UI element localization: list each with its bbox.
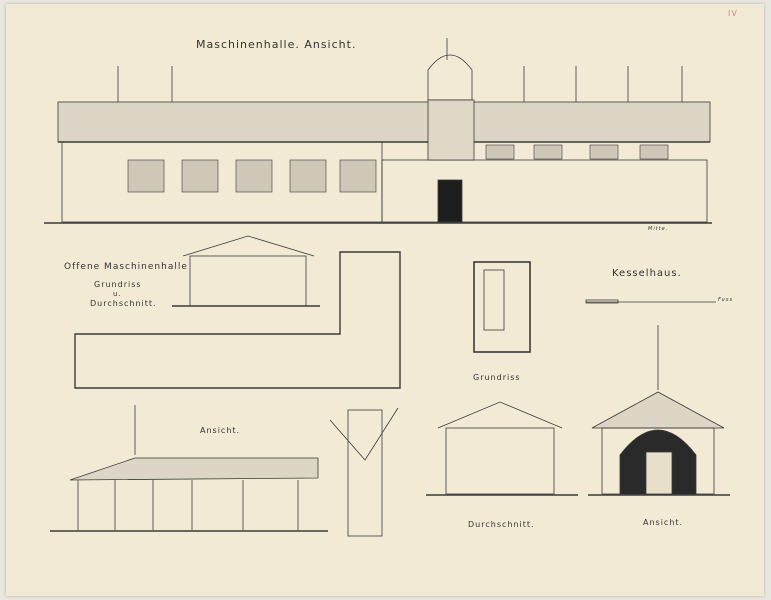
boiler-plan-label: Grundriss [473,373,521,382]
open-hall-subtitle-3: Durchschnitt. [90,299,157,308]
open-hall-plan [74,251,401,389]
boiler-section [426,401,578,496]
column-detail [329,407,399,537]
open-hall-subtitle-2: u. [113,290,122,298]
boiler-plan [473,261,531,353]
main-elevation-title: Maschinenhalle. Ansicht. [196,38,357,51]
open-hall-elevation [50,405,328,532]
open-hall-title: Offene Maschinenhalle [64,262,188,272]
boiler-section-label: Durchschnitt. [468,520,535,529]
boiler-elevation-label: Ansicht. [643,518,684,527]
boiler-house-title: Kesselhaus. [612,268,682,279]
main-hall-elevation [44,38,712,224]
open-hall-section [172,235,320,307]
sheet-stamp: IV [728,9,738,18]
center-note: Mitte. [648,226,669,232]
scale-bar [585,299,716,304]
open-hall-elevation-label: Ansicht. [200,426,241,435]
boiler-elevation [588,325,730,496]
scale-unit: Fuss [718,297,734,303]
open-hall-subtitle-1: Grundriss [94,280,142,289]
